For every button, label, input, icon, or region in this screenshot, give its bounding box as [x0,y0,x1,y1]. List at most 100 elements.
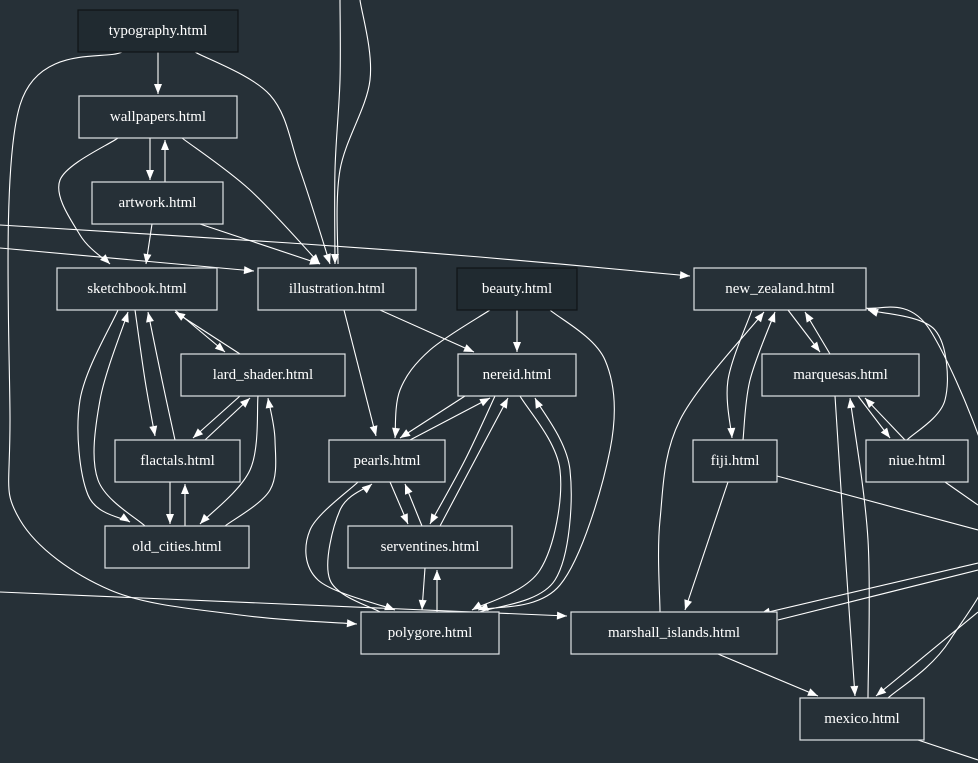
edge-offscreen-to-mexico-line [875,611,978,697]
node-box [78,95,238,139]
edge-offscreen-to-illustration-c-arrowhead [243,266,254,275]
edge-illustration-to-pearls-arrowhead [369,425,378,436]
node-label: polygore.html [388,625,473,641]
node-label: niue.html [888,453,945,469]
node-fiji[interactable]: fiji.html [692,439,778,483]
edge-wallpapers-to-sketchbook [58,137,119,265]
edge-marshall-islands-to-new-zealand-line [657,311,765,613]
edge-old-cities-to-flactals [181,484,189,526]
edge-typography-to-wallpapers-arrowhead [154,84,162,94]
edge-fiji-to-marshall-islands-arrowhead [684,599,692,610]
node-beauty[interactable]: beauty.html [456,267,578,311]
edge-mexico-to-marquesas-line [849,397,870,699]
edge-typography-to-polygore [7,51,358,628]
node-old-cities[interactable]: old_cities.html [104,525,250,569]
edge-artwork-to-sketchbook-arrowhead [143,253,152,264]
edge-fiji-to-new-zealand-arrowhead [767,312,776,323]
node-illustration[interactable]: illustration.html [257,267,417,311]
edge-marquesas-to-mexico-arrowhead [850,685,859,696]
edge-nereid-to-pearls-arrowhead [400,429,411,438]
edge-nereid-to-polygore-line [471,395,562,611]
node-marshall-islands[interactable]: marshall_islands.html [570,611,778,655]
node-label: illustration.html [289,281,385,297]
edge-sketchbook-to-flactals [134,309,158,437]
node-label: marquesas.html [793,367,888,383]
edge-wallpapers-to-artwork [146,138,154,180]
edge-mexico-to-marquesas-arrowhead [847,398,856,409]
node-marquesas[interactable]: marquesas.html [761,353,920,397]
node-flactals[interactable]: flactals.html [114,439,241,483]
edge-polygore-to-nereid-line [479,397,572,613]
edge-old-cities-to-flactals-arrowhead [181,484,189,494]
edge-sketchbook-to-old-cities-line [77,309,131,523]
edge-offscreen-to-illustration-c [0,247,255,275]
node-box [693,267,867,311]
edge-pearls-to-serventines-arrowhead [400,513,408,524]
edge-serventines-to-polygore [418,567,427,611]
edge-typography-to-polygore-line [7,51,358,625]
edge-offscreen-to-new-zealand-line [0,224,691,277]
node-artwork[interactable]: artwork.html [91,181,224,225]
node-mexico[interactable]: mexico.html [799,697,925,741]
node-label: nereid.html [483,367,552,383]
edge-sketchbook-to-flactals-arrowhead [149,425,158,436]
node-box [104,525,250,569]
edge-flactals-to-lard-shader-line [204,397,251,441]
node-label: wallpapers.html [110,109,206,125]
edge-polygore-to-pearls-line [327,483,381,613]
edge-new-zealand-to-fiji-line [726,309,753,439]
edge-polygore-to-pearls-arrowhead [361,484,372,494]
edge-fiji-offscreen [776,475,978,531]
edge-old-cities-to-sketchbook-arrowhead [121,312,129,323]
edge-illustration-to-pearls-line [343,309,377,437]
edge-beauty-to-polygore-arrowhead [478,603,489,611]
edge-offscreen-to-illustration-c-line [0,247,255,272]
edge-offscreen-to-marshall-islands-c-line [777,569,978,621]
node-polygore[interactable]: polygore.html [360,611,500,655]
edge-marquesas-to-niue [857,395,891,439]
edge-lard-shader-to-sketchbook-arrowhead [175,312,186,321]
node-niue[interactable]: niue.html [865,439,969,483]
node-nereid[interactable]: nereid.html [457,353,577,397]
edge-marshall-islands-to-new-zealand-arrowhead [754,312,764,323]
edge-offscreen-to-mexico-arrowhead [876,686,887,696]
node-box [456,267,578,311]
edge-new-zealand-to-marquesas-arrowhead [810,341,820,352]
node-box [180,353,346,397]
node-serventines[interactable]: serventines.html [347,525,513,569]
edge-serventines-to-polygore-arrowhead [418,599,427,610]
edge-illustration-to-nereid-line [379,309,475,353]
edge-serventines-to-pearls [404,483,423,527]
edge-offscreen-to-mexico [875,611,978,697]
edge-pearls-to-nereid [409,397,491,441]
edge-pearls-to-serventines [389,481,409,525]
edge-nereid-to-pearls [399,395,466,439]
node-sketchbook[interactable]: sketchbook.html [56,267,218,311]
node-pearls[interactable]: pearls.html [328,439,446,483]
node-lard-shader[interactable]: lard_shader.html [180,353,346,397]
edge-wallpapers-to-illustration-line [181,137,321,265]
edge-offscreen-to-new-zealand [0,224,691,280]
edge-fiji-to-new-zealand-line [742,311,776,441]
edge-mexico-to-new-zealand-line [865,306,978,699]
edge-lard-shader-to-old-cities-arrowhead [200,513,210,524]
edge-artwork-to-illustration [199,223,321,265]
node-typography[interactable]: typography.html [77,9,239,53]
edge-marquesas-to-niue-arrowhead [880,427,890,438]
edge-mexico-offscreen-line [917,739,978,761]
edge-offscreen-to-illustration-b-line [336,0,372,265]
node-wallpapers[interactable]: wallpapers.html [78,95,238,139]
edge-new-zealand-to-fiji-arrowhead [727,427,736,438]
edge-beauty-to-polygore-line [477,309,615,611]
edge-marshall-islands-to-mexico-line [717,653,819,697]
edge-lard-shader-to-sketchbook-line [174,311,241,355]
edge-old-cities-to-sketchbook-line [93,311,146,527]
edge-niue-offscreen [944,481,978,506]
edge-typography-to-illustration-arrowhead [323,253,331,264]
edge-old-cities-to-sketchbook [93,311,146,527]
node-new-zealand[interactable]: new_zealand.html [693,267,867,311]
node-label: fiji.html [711,453,760,469]
edge-nereid-to-serventines-line [429,395,496,525]
